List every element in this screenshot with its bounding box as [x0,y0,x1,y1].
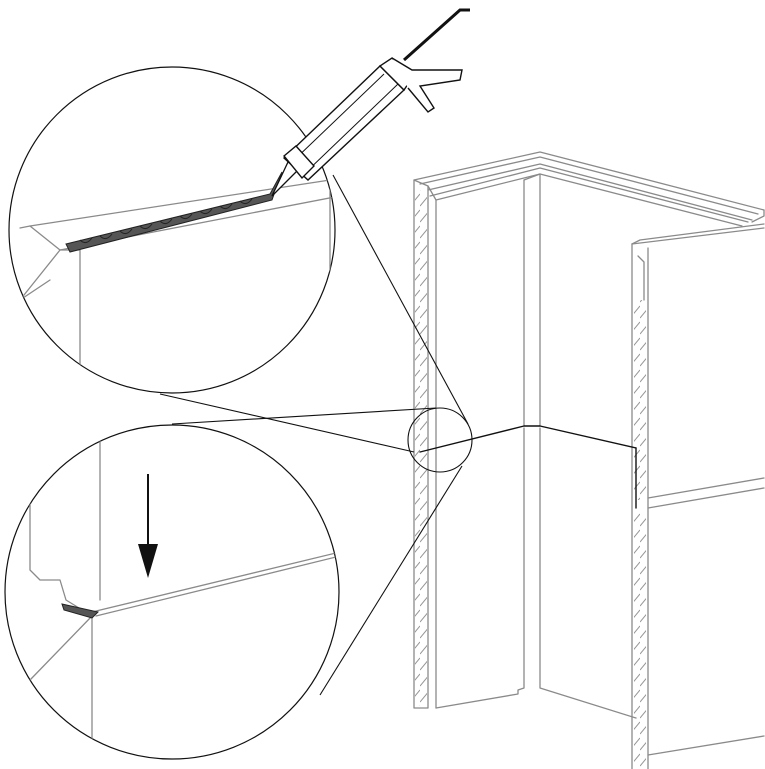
corner-post [435,173,637,719]
callout-leader-lines [159,174,469,696]
seal-joint-line [419,425,637,453]
left-wall-section [413,179,437,709]
detail-locator-circle [407,407,473,473]
caulking-gun-icon [271,8,470,197]
top-frame [413,151,765,227]
down-arrow-icon [138,474,158,578]
sealant-bead-joint [61,603,99,619]
panel-lowering-detail [4,424,340,760]
enclosure-assembly [413,151,765,769]
sealant-bead-swirls [79,198,253,244]
right-panel [631,223,765,769]
sealant-application-detail [8,66,336,394]
